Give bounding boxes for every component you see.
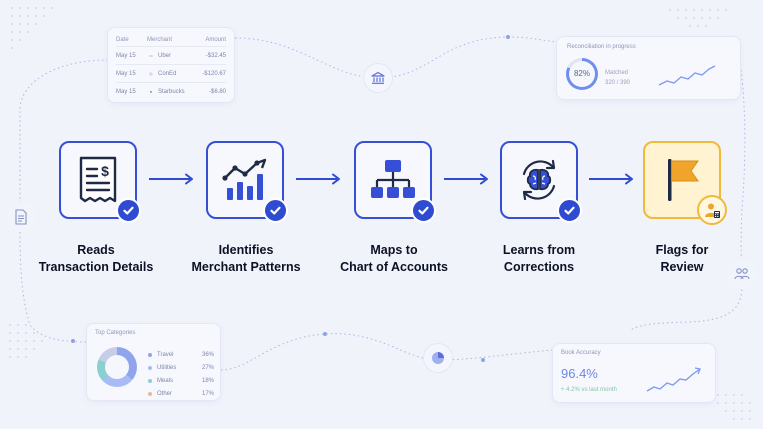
transaction-merchant: ConEd (158, 70, 177, 77)
transaction-date: May 15 (116, 52, 136, 59)
transaction-merchant: Uber (158, 52, 172, 59)
step-label-line: Chart of Accounts (340, 260, 448, 274)
transaction-amount: -$120.67 (202, 70, 226, 77)
svg-text:$: $ (101, 163, 109, 179)
categories-title: Top Categories (95, 330, 136, 336)
transactions-header-row: Date Merchant Amount (116, 33, 226, 46)
legend-name: Other (157, 390, 173, 397)
transaction-date: May 15 (116, 70, 136, 77)
transaction-row: May 15 ▭ Uber -$32.45 (116, 46, 226, 64)
transaction-date: May 15 (116, 88, 136, 95)
transaction-merchant-cell: ▭ Uber (147, 53, 199, 59)
step-label: Maps to Chart of Accounts (314, 242, 474, 276)
flow-arrow (149, 173, 193, 185)
document-icon (6, 202, 36, 232)
legend-name: Utilities (157, 364, 177, 371)
legend-name: Meals (157, 377, 174, 384)
accuracy-card: Book Accuracy 96.4% + 4.2% vs last month (552, 343, 716, 403)
legend-dot (148, 391, 152, 396)
matched-count: 320 / 390 (605, 80, 631, 86)
step-label: Reads Transaction Details (16, 242, 176, 276)
step-flags-review (643, 141, 727, 225)
bank-icon (363, 63, 393, 93)
completed-check-icon (263, 198, 288, 223)
accuracy-value: 96.4% (561, 366, 598, 381)
accuracy-change: + 4.2% vs last month (561, 387, 617, 393)
brain-cycle-icon (522, 159, 556, 201)
flow-arrow (296, 173, 340, 185)
legend-pct: 36% (201, 351, 214, 358)
legend-item: Utilities 27% (148, 361, 214, 374)
bar-chart-trend-icon (222, 158, 267, 200)
header-date: Date (116, 36, 129, 43)
step-label-line: Identifies (218, 243, 274, 257)
completed-check-icon (116, 198, 141, 223)
legend-item: Travel 36% (148, 348, 214, 361)
step-maps-accounts (354, 141, 436, 223)
transaction-merchant-cell: ◎ ConEd (147, 71, 199, 77)
header-amount: Amount (205, 36, 226, 43)
legend-dot (148, 352, 152, 357)
legend-name: Travel (157, 351, 174, 358)
step-label-line: Transaction Details (38, 260, 154, 274)
reconciliation-progress-ring (566, 58, 598, 90)
step-label: Learns from Corrections (459, 242, 619, 276)
categories-card: Top Categories Travel 36% Utilities 27% … (86, 323, 221, 401)
completed-check-icon (557, 198, 582, 223)
team-icon (727, 259, 757, 289)
invoice-dollar-icon: $ (79, 156, 117, 203)
legend-pct: 27% (201, 364, 214, 371)
reconciliation-sparkline (658, 65, 716, 86)
step-label-line: Flags for (655, 243, 709, 257)
categories-legend: Travel 36% Utilities 27% Meals 18% Other… (148, 348, 214, 400)
reconciliation-card: Reconciliation in progress 82% Matched 3… (556, 36, 741, 100)
transaction-row: May 15 ◎ ConEd -$120.67 (116, 64, 226, 82)
step-label-line: Review (660, 260, 704, 274)
legend-pct: 18% (201, 377, 214, 384)
accuracy-title: Book Accuracy (561, 350, 601, 356)
flow-arrow (589, 173, 633, 185)
reconciliation-percent: 82% (573, 69, 590, 78)
legend-item: Meals 18% (148, 374, 214, 387)
step-identifies-patterns (206, 141, 288, 223)
legend-item: Other 17% (148, 387, 214, 400)
matched-label: Matched (605, 70, 629, 76)
step-label-line: Maps to (370, 243, 418, 257)
completed-check-icon (411, 198, 436, 223)
legend-dot (148, 378, 152, 383)
header-merchant: Merchant (147, 36, 173, 43)
step-label-line: Learns from (502, 243, 576, 257)
reconciliation-title: Reconciliation in progress (567, 44, 636, 50)
transaction-merchant-cell: ● Starbucks (147, 89, 199, 95)
legend-pct: 17% (201, 390, 214, 397)
coned-logo-icon: ◎ (149, 70, 153, 76)
flag-icon (668, 159, 699, 201)
legend-dot (148, 365, 152, 370)
transaction-amount: -$6.80 (208, 88, 226, 95)
pie-chart-icon (423, 343, 453, 373)
flow-arrow (444, 173, 488, 185)
reconciliation-matched: Matched 320 / 390 (605, 68, 630, 88)
transaction-row: May 15 ● Starbucks -$6.80 (116, 82, 226, 100)
step-label-line: Corrections (503, 260, 575, 274)
step-reads-transactions: $ (59, 141, 141, 223)
step-label-line: Reads (77, 243, 115, 257)
categories-donut (97, 347, 137, 387)
step-label-line: Merchant Patterns (191, 260, 301, 274)
transaction-merchant: Starbucks (158, 88, 185, 95)
step-learns-corrections (500, 141, 582, 223)
uber-logo-icon: ▭ (149, 52, 153, 58)
step-label: Flags for Review (602, 242, 762, 276)
hierarchy-icon (371, 160, 415, 198)
reviewer-icon (697, 195, 727, 225)
accuracy-sparkline (646, 367, 701, 392)
transaction-amount: -$32.45 (205, 52, 226, 59)
transactions-card: Date Merchant Amount May 15 ▭ Uber -$32.4… (107, 27, 235, 103)
step-label: Identifies Merchant Patterns (166, 242, 326, 276)
starbucks-logo-icon: ● (149, 88, 153, 94)
